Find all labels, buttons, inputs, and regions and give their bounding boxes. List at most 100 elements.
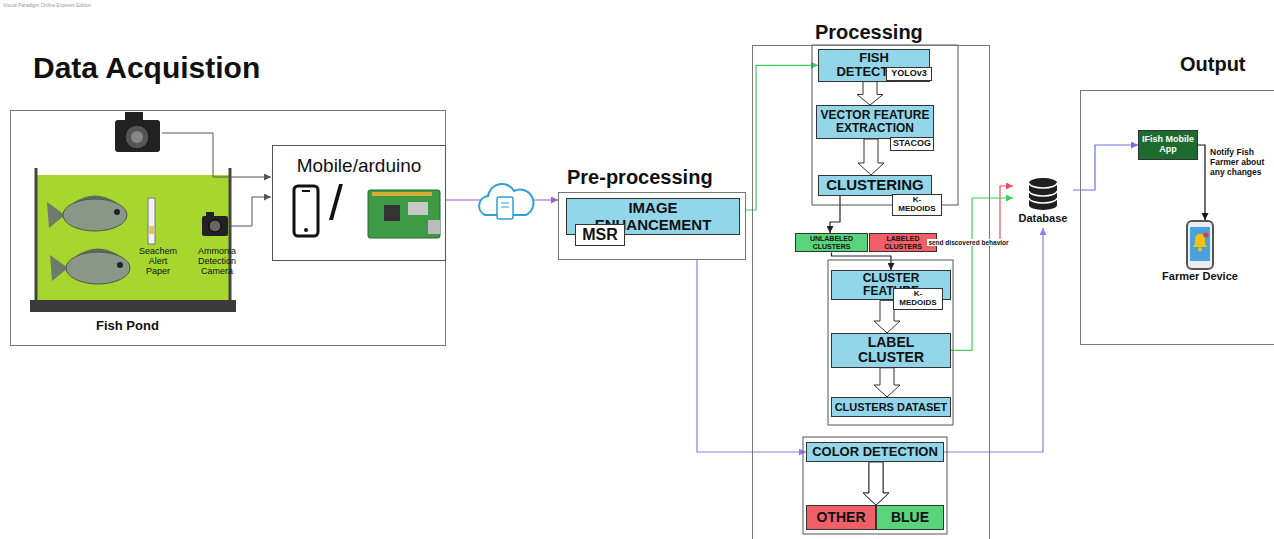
group-frame [812,45,958,205]
node-text: CLUSTERS DATASET [835,401,948,413]
node-text: STACOG [893,139,931,149]
pond-base [30,300,236,312]
method-tag: K-MEDOIDS [893,288,943,310]
node-text: LABEL CLUSTER [834,335,948,366]
flow-arrow [1073,145,1138,190]
fish-eye [114,209,120,215]
node-text: COLOR DETECTION [812,445,938,459]
device-node: Farmer Device [1160,220,1240,290]
block-arrow [857,82,883,105]
database-symbol [1029,178,1057,210]
method-tag: STACOG [890,137,934,151]
board-chip [408,202,428,215]
group-frame [828,260,953,425]
database-symbol [1029,183,1057,188]
block-arrow [874,368,900,397]
block-arrow [863,462,889,505]
node-text: Pre-processing [558,164,746,190]
phone-symbol [1187,221,1213,269]
node-text: Mobile/arduino [273,154,445,178]
result-box: BLUE [876,505,944,530]
node-text: YOLOv3 [891,69,927,79]
board-symbol [368,190,440,238]
device-box: Mobile/arduino/ [272,145,446,261]
fish-tail [47,202,65,228]
watermark: Visual Paradigm Online Express Edition [3,2,91,8]
flow-arrow [746,65,818,210]
process-box: CLUSTERS DATASET [831,397,951,417]
database-symbol [1027,176,1059,212]
node-text: Output [1080,52,1274,76]
camera-lens [209,220,221,232]
process-box: CLUSTERING [818,175,932,196]
flow-arrow [937,186,1013,243]
cluster-box: UNLABELED CLUSTERS [795,233,868,252]
node-text: K-MEDOIDS [896,290,940,308]
fish-body [63,199,127,231]
stage-panel: ProcessingFISH DETECTIONYOLOv3VECTOR FEA… [752,20,990,539]
phone-symbol [304,228,308,232]
stage-panel: OutputIFish Mobile AppFarmer Device [1080,52,1274,345]
node-text: Database [1013,212,1073,224]
flow-arrow [832,252,892,270]
edge-label: send discovered behavior [927,239,1009,246]
part-label: Seachem Alert Paper [136,247,180,277]
method-tag: K-MEDOIDS [892,194,942,216]
node-text: VECTOR FEATURE EXTRACTION [819,109,931,135]
edge-label: Notify Fish Farmer about any changes [1210,148,1268,177]
pond-water [36,175,230,300]
panel-frame [1080,90,1274,345]
fish [47,196,127,232]
node-text: OTHER [817,510,866,525]
flow-arrow [1198,145,1205,220]
flow-arrow [951,198,1013,350]
group-frame [803,437,947,534]
camera-wire [162,133,271,177]
server-symbol [497,197,513,219]
node-text: / [329,178,343,228]
database-symbol [1029,198,1057,203]
stage-panel: Pre-processingIMAGE ENHANCEMENTMSR [558,164,746,260]
camera-symbol [115,120,160,152]
stage-panel: Data AcquistionMobile/arduino/ [10,50,446,346]
node-text: MSR [582,226,618,244]
node-text: CLUSTERING [826,177,924,194]
phone-symbol [294,186,318,236]
node-text: BLUE [891,510,929,525]
camera-lens [131,131,143,143]
process-box: COLOR DETECTION [806,442,944,462]
process-box: VECTOR FEATURE EXTRACTION [816,105,934,139]
fish-body [66,252,130,284]
database-symbol [1029,191,1057,196]
flow-arrow [830,196,840,234]
node-text: UNLABELED CLUSTERS [798,235,865,250]
fish-eye [117,262,123,268]
server-symbol [501,207,509,208]
server-symbol [501,203,509,204]
camera-lens [125,125,149,149]
method-tag: YOLOv3 [886,67,932,81]
pond-wall [229,168,232,300]
bell-symbol [1198,248,1202,252]
node-text: Farmer Device [1160,270,1240,282]
alert-dot [1204,233,1209,238]
process-box: LABEL CLUSTER [831,333,951,368]
phone-screen [1190,227,1210,261]
flow-arrow [944,228,1043,452]
alert-paper-pad [149,226,154,234]
board-chip [384,205,400,221]
node-text: LABELED CLUSTERS [872,235,934,250]
node-text: IFish Mobile App [1141,135,1195,155]
board-port [428,220,440,234]
camera-wire [228,197,271,226]
fish-tail [50,255,68,281]
pond-wall [35,168,38,300]
phone-symbol [1184,220,1216,270]
part-label: Ammonia Detection Camera [192,247,242,277]
fish [50,249,130,285]
part-label: Fish Pond [96,318,159,333]
node-text: Data Acquistion [10,50,446,86]
camera-symbol [202,216,228,236]
board-pins [372,192,432,196]
